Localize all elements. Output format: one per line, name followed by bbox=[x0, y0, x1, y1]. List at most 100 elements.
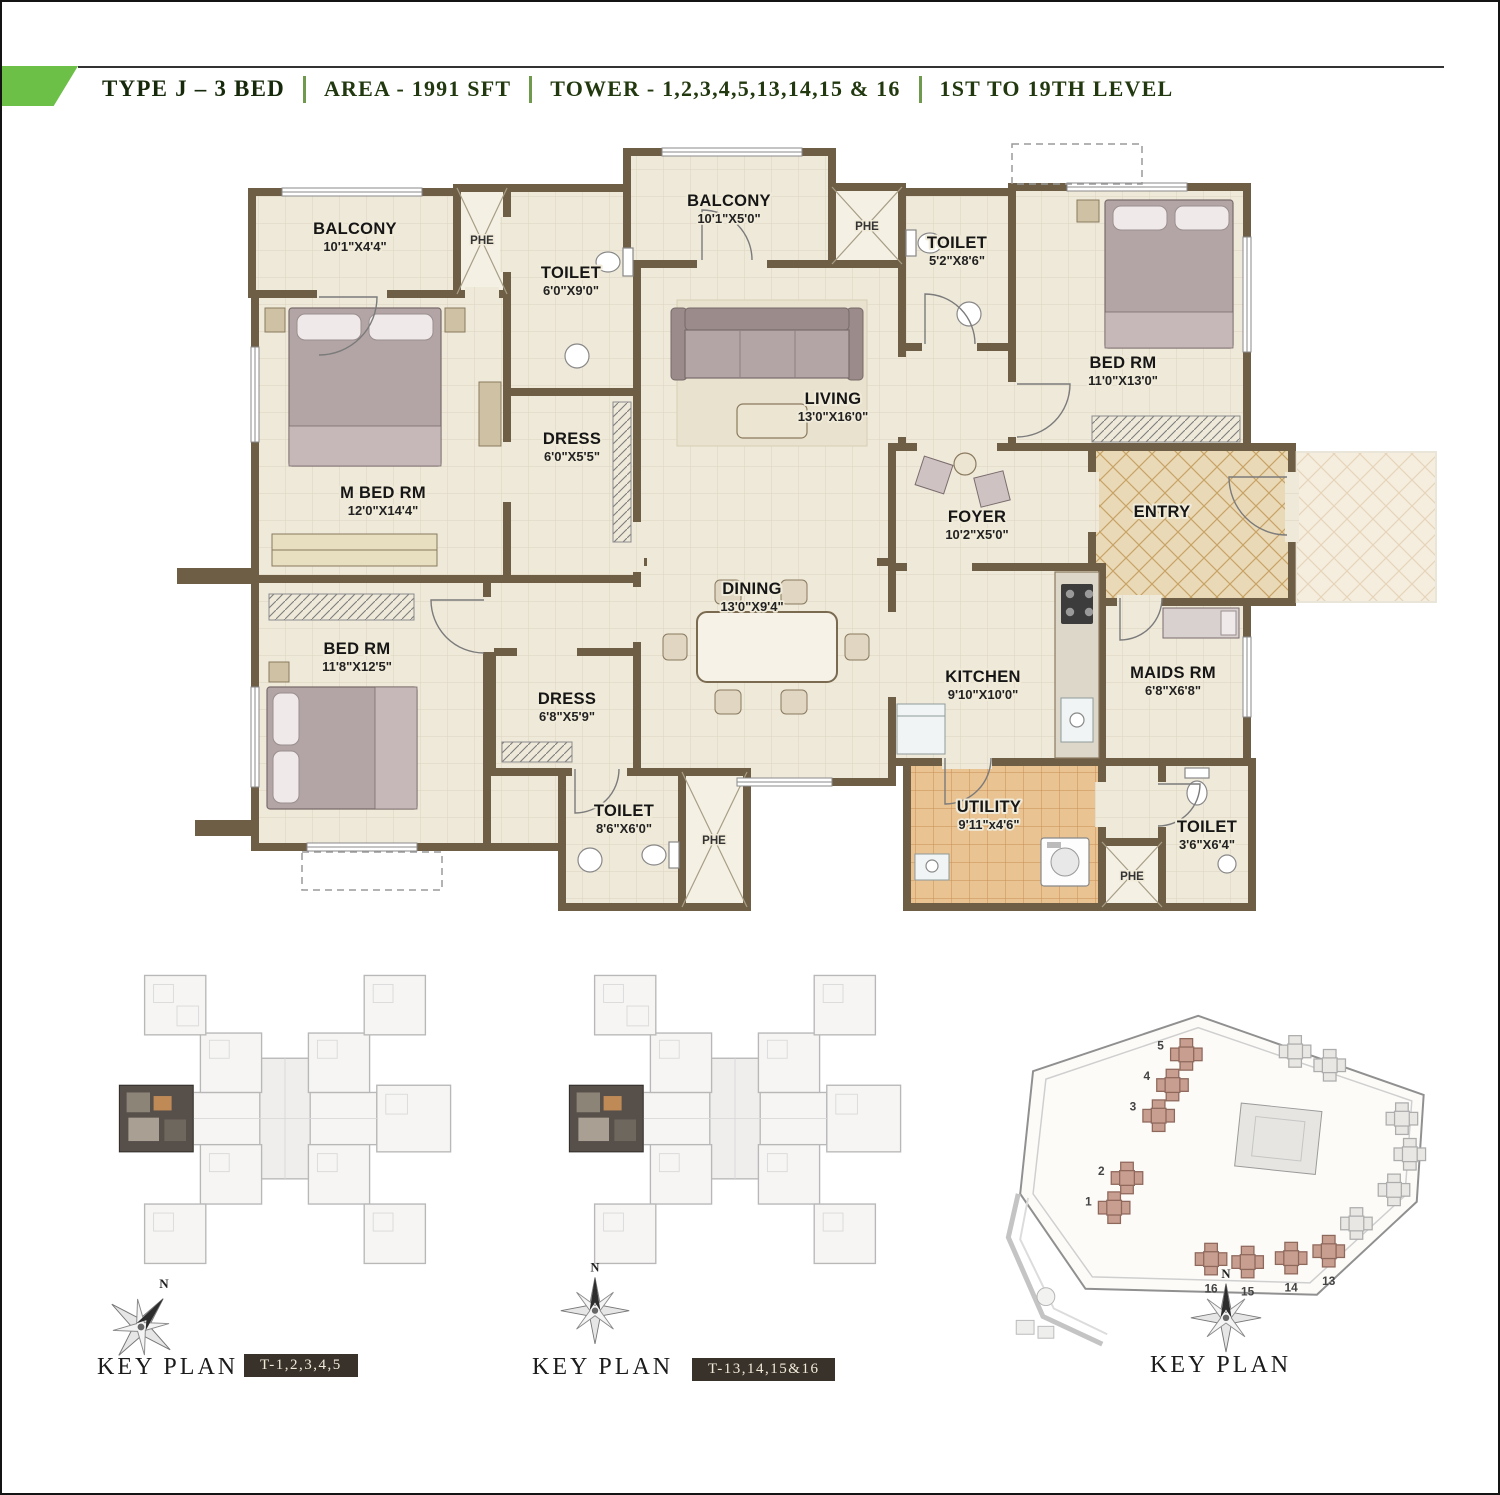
tower-number: 5 bbox=[1157, 1038, 1164, 1052]
sheet-header: TYPE J – 3 BED AREA - 1991 SFT TOWER - 1… bbox=[102, 72, 1173, 106]
area-label: AREA - 1991 SFT bbox=[323, 76, 512, 101]
key-plan-title-3: KEY PLAN bbox=[1150, 1352, 1292, 1378]
room-label: BED RM bbox=[324, 640, 391, 658]
header-divider bbox=[918, 75, 922, 103]
compass-rose-icon: N bbox=[558, 1261, 632, 1346]
tower-label: TOWER - 1,2,3,4,5,13,14,15 & 16 bbox=[550, 76, 901, 101]
wall-stubs bbox=[177, 568, 257, 836]
room-balcony-top-center bbox=[623, 148, 836, 268]
room-label: TOILET bbox=[1177, 818, 1237, 836]
key-plan-cluster-1 bbox=[114, 950, 456, 1288]
room-label: FOYER bbox=[948, 508, 1006, 526]
toilet-fixtures bbox=[564, 229, 1237, 874]
shaft-label: PHE bbox=[855, 221, 879, 233]
furniture-bedroom-top-right bbox=[1076, 199, 1234, 349]
room-size: 8'6"X6'0" bbox=[596, 821, 652, 836]
room-floors bbox=[248, 148, 1437, 911]
furniture-living bbox=[670, 299, 868, 447]
shaft-label: PHE bbox=[1120, 871, 1144, 883]
tower-number: 13 bbox=[1322, 1274, 1336, 1288]
room-label: TOILET bbox=[541, 264, 601, 282]
site-roundabout bbox=[1036, 1287, 1056, 1307]
site-road bbox=[1005, 1193, 1104, 1347]
room-size: 10'2"X5'0" bbox=[945, 527, 1008, 542]
room-size: 9'10"X10'0" bbox=[948, 687, 1019, 702]
room-label: BED RM bbox=[1090, 354, 1157, 372]
site-key-plan: 5 4 3 2 1 16 15 14 13 bbox=[1005, 1014, 1427, 1347]
site-tower-numbers: 5 4 3 2 1 16 15 14 13 bbox=[1085, 1038, 1336, 1298]
furniture-master-bedroom bbox=[264, 307, 502, 567]
compass-north-label: N bbox=[1221, 1267, 1230, 1281]
tower-number: 4 bbox=[1143, 1069, 1150, 1083]
room-size: 13'0"X9'4" bbox=[720, 599, 783, 614]
room-size: 10'1"X5'0" bbox=[697, 211, 760, 226]
tower-number: 14 bbox=[1285, 1281, 1299, 1295]
tower-number: 16 bbox=[1204, 1282, 1218, 1296]
room-label: TOILET bbox=[594, 802, 654, 820]
room-size: 11'0"X13'0" bbox=[1088, 373, 1158, 388]
room-size: 6'8"X6'8" bbox=[1145, 683, 1201, 698]
room-label: BALCONY bbox=[687, 192, 771, 210]
key-plan-cluster-2 bbox=[564, 950, 906, 1288]
floor-plan: BALCONY 10'1"X4'4" TOILET 6'0"X9'0" M BE… bbox=[177, 143, 1437, 911]
key-plan-title-1: KEY PLAN bbox=[97, 1354, 239, 1380]
room-label: BALCONY bbox=[313, 220, 397, 238]
room-label: DINING bbox=[722, 580, 782, 598]
room-label: M BED RM bbox=[340, 484, 426, 502]
dashed-outlines bbox=[301, 143, 1143, 891]
level-label: 1ST TO 19TH LEVEL bbox=[939, 76, 1174, 101]
room-size: 6'8"X5'9" bbox=[539, 709, 595, 724]
room-size: 6'0"X5'5" bbox=[544, 449, 600, 464]
windows bbox=[250, 147, 1252, 852]
room-size: 10'1"X4'4" bbox=[323, 239, 386, 254]
room-entry bbox=[1088, 443, 1296, 606]
room-label: ENTRY bbox=[1134, 503, 1191, 521]
furniture-foyer bbox=[914, 452, 1011, 508]
tower-badge-2: T-13,14,15&16 bbox=[692, 1358, 836, 1381]
room-size: 3'6"X6'4" bbox=[1179, 837, 1235, 852]
site-clubhouse bbox=[1234, 1102, 1323, 1176]
header-rule bbox=[78, 66, 1444, 68]
tower-number: 3 bbox=[1130, 1100, 1137, 1114]
header-divider bbox=[302, 75, 306, 103]
site-outbuildings bbox=[1015, 1319, 1055, 1339]
room-label: KITCHEN bbox=[945, 668, 1020, 686]
tower-number: 2 bbox=[1098, 1164, 1105, 1178]
room-label: UTILITY bbox=[957, 798, 1021, 816]
room-labels: BALCONY 10'1"X4'4" TOILET 6'0"X9'0" M BE… bbox=[311, 190, 1239, 885]
compass-rose-icon: N bbox=[102, 1274, 180, 1366]
compass-north-label: N bbox=[591, 1261, 600, 1275]
room-size: 11'8"X12'5" bbox=[322, 659, 392, 674]
hall-passage bbox=[898, 343, 1016, 451]
passage-bottom-left bbox=[483, 768, 566, 851]
room-label: MAIDS RM bbox=[1130, 664, 1216, 682]
header-accent-bar bbox=[2, 66, 78, 106]
room-label: TOILET bbox=[927, 234, 987, 252]
room-size: 6'0"X9'0" bbox=[543, 283, 599, 298]
room-size: 12'0"X14'4" bbox=[348, 503, 419, 518]
compass-rose-icon: N bbox=[1188, 1267, 1264, 1354]
tower-number: 1 bbox=[1085, 1195, 1092, 1209]
room-size: 5'2"X8'6" bbox=[929, 253, 985, 268]
room-label: DRESS bbox=[538, 690, 596, 708]
key-plan-title-2: KEY PLAN bbox=[532, 1354, 674, 1380]
furniture-bedroom-bottom-left bbox=[266, 661, 418, 810]
furniture-dining bbox=[662, 579, 870, 715]
room-size: 9'11"x4'6" bbox=[958, 817, 1019, 832]
corridor-bedrooms bbox=[483, 575, 641, 656]
room-toilet-bottom-center bbox=[558, 768, 686, 911]
lobby-outside bbox=[1295, 451, 1437, 603]
compass-north-label: N bbox=[159, 1276, 169, 1291]
room-toilet-top-right bbox=[898, 188, 1016, 351]
shaft-label: PHE bbox=[470, 235, 494, 247]
furniture-utility bbox=[914, 837, 1090, 887]
passage-bottom-right bbox=[1098, 758, 1166, 846]
tower-badge-1: T-1,2,3,4,5 bbox=[244, 1354, 358, 1377]
furniture-kitchen bbox=[896, 571, 1100, 759]
door-swings bbox=[318, 209, 1288, 827]
site-boundary bbox=[1019, 1014, 1425, 1296]
room-label: DRESS bbox=[543, 430, 601, 448]
shaft-cross-lines bbox=[456, 186, 1163, 908]
room-size: 13'0"X16'0" bbox=[798, 409, 869, 424]
